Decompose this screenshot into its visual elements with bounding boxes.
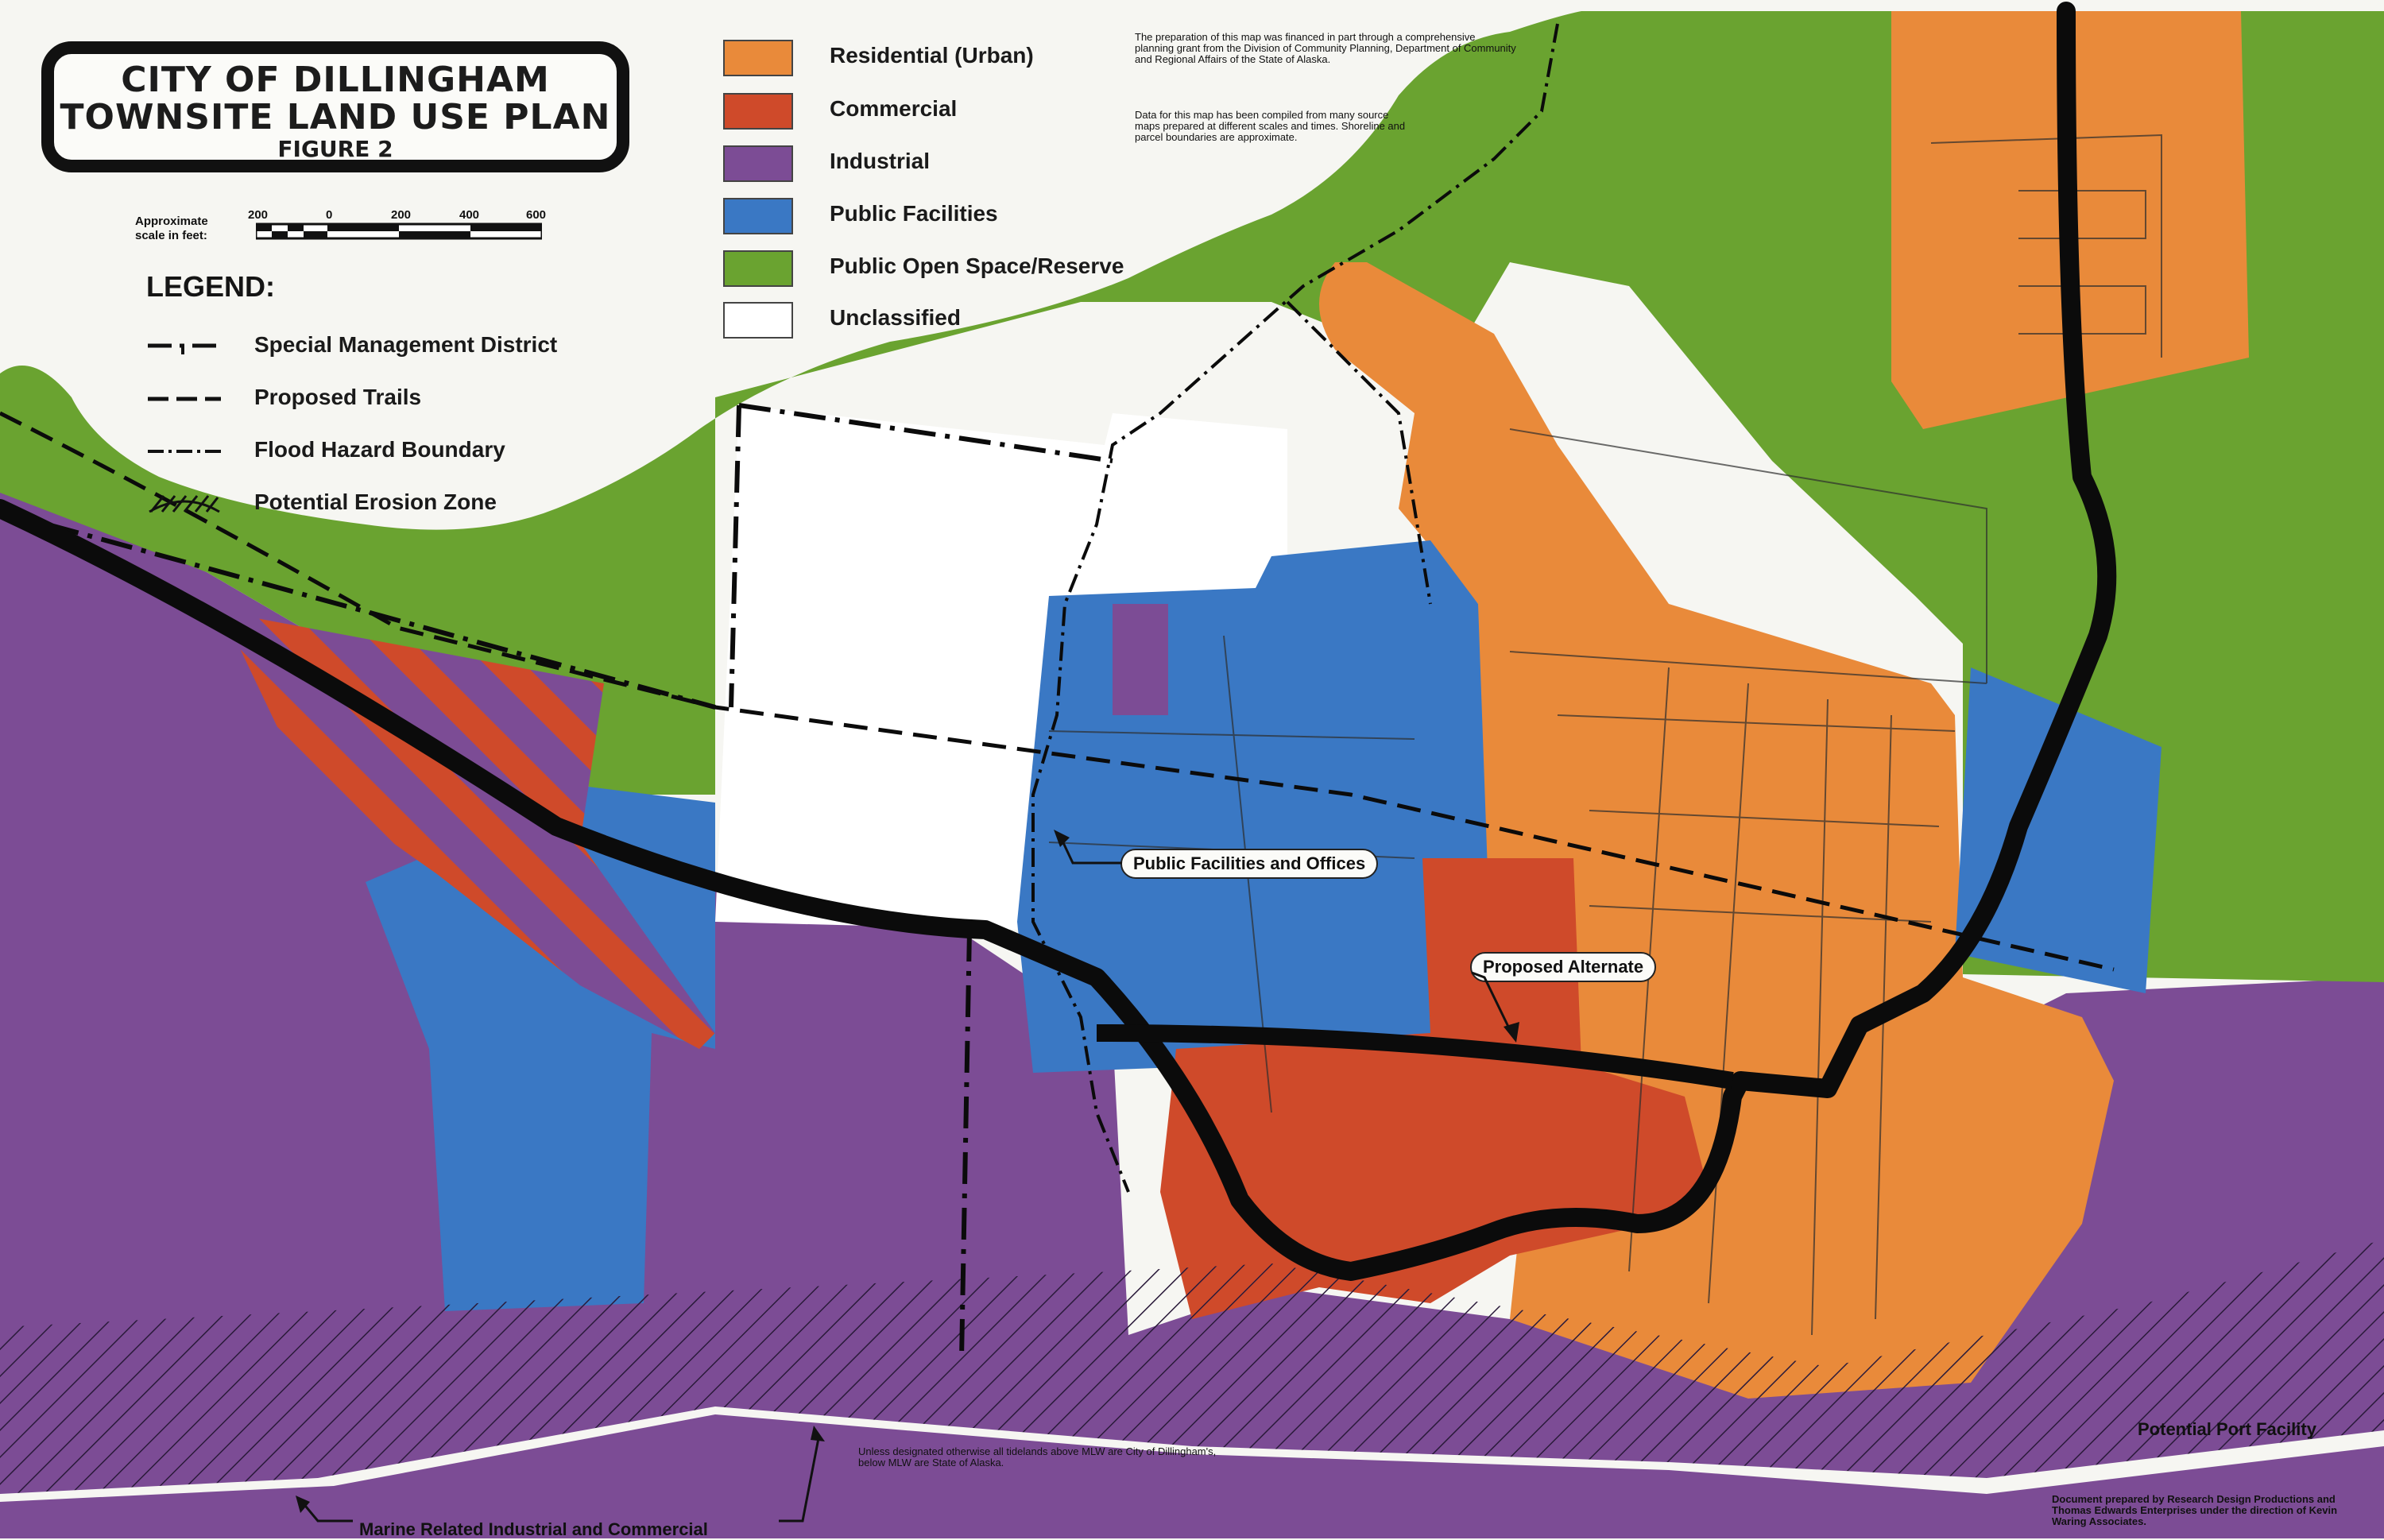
residential-main	[1319, 262, 2114, 1399]
scale-tick: 600	[526, 208, 547, 222]
map-title: CITY OF DILLINGHAM	[121, 60, 550, 100]
road-spur	[1096, 1024, 1734, 1089]
legend-header: LEGEND:	[146, 270, 275, 303]
scale-tick: 400	[459, 208, 480, 222]
special-management-district-icon	[148, 343, 221, 354]
arrow-icon	[296, 1426, 825, 1523]
figure-number: FIGURE 2	[277, 136, 393, 162]
scale-tick: 0	[326, 208, 333, 222]
tidelands-note: Unless designated otherwise all tideland…	[858, 1445, 1217, 1468]
proposed-alternate-callout: Proposed Alternate	[1470, 952, 1657, 982]
open-space-swatch	[723, 250, 793, 287]
tideland-hatch	[0, 1240, 2384, 1494]
financing-note: The preparation of this map was financed…	[1135, 31, 1516, 65]
scale-tick: 200	[391, 208, 412, 222]
credits-note: Document prepared by Research Design Pro…	[2052, 1493, 2338, 1527]
potential-port-callout: Potential Port Facility	[2138, 1419, 2316, 1439]
erosion-zone	[223, 612, 715, 1049]
open-space-zone	[0, 11, 2384, 982]
public-facilities-swatch	[723, 198, 793, 234]
residential-label: Residential (Urban)	[830, 43, 1034, 68]
proposed-trails-icon	[148, 397, 221, 401]
industrial-swatch	[723, 145, 793, 182]
arrow-icon	[1054, 830, 1122, 865]
public-facilities-central	[1017, 540, 1494, 1073]
public-facilities-callout: Public Facilities and Offices	[1120, 849, 1379, 879]
flood-hazard-boundary	[1031, 23, 1559, 1193]
commercial-swatch	[723, 93, 793, 130]
flood-hazard-boundary-icon	[148, 450, 221, 453]
data-sources-note: Data for this map has been compiled from…	[1135, 109, 1406, 143]
arrow-icon	[1471, 971, 1519, 1043]
legend-label: Special Management District	[254, 332, 558, 357]
public-facilities-label: Public Facilities	[830, 201, 998, 226]
map-subtitle: TOWNSITE LAND USE PLAN	[60, 97, 611, 137]
legend-label: Flood Hazard Boundary	[254, 437, 505, 462]
unclassified-zone	[715, 405, 1287, 930]
industrial-label: Industrial	[830, 149, 931, 173]
marine-callout: Marine Related Industrial and Commercial	[359, 1519, 708, 1539]
title-box: CITY OF DILLINGHAM TOWNSITE LAND USE PLA…	[41, 41, 629, 172]
scale-tick: 200	[248, 208, 269, 222]
scale-bar	[256, 222, 542, 240]
commercial-label: Commercial	[830, 96, 958, 121]
unclassified-swatch	[723, 302, 793, 339]
legend-label: Potential Erosion Zone	[254, 489, 497, 514]
legend-label: Proposed Trails	[254, 385, 422, 409]
potential-erosion-zone-icon	[149, 495, 220, 513]
unclassified-label: Unclassified	[830, 305, 961, 330]
industrial-parcel	[1113, 604, 1168, 715]
open-space-label: Public Open Space/Reserve	[830, 253, 1124, 278]
special-management-district	[47, 403, 1113, 1360]
scale-caption: Approximate scale in feet:	[135, 215, 208, 242]
main-road	[0, 2, 2117, 1281]
proposed-trails	[0, 411, 2115, 972]
residential-swatch	[723, 40, 793, 76]
public-facilities-east	[1955, 667, 2161, 993]
